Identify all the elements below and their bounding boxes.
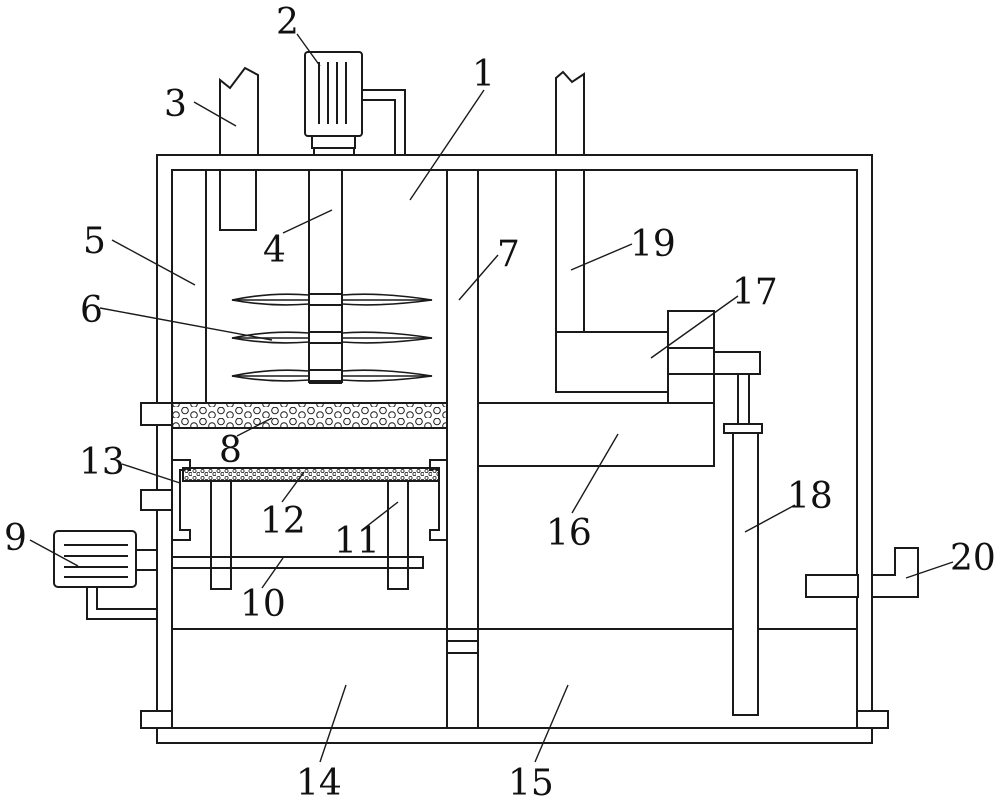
label-14: 14 (296, 763, 342, 804)
left-foot (140, 710, 173, 729)
label-16: 16 (546, 513, 592, 554)
label-20: 20 (950, 538, 996, 579)
collection-box (478, 402, 715, 467)
label-12: 12 (260, 501, 306, 542)
lower-filter-screen (182, 467, 440, 482)
label-4: 4 (263, 230, 286, 271)
outlet-valve (805, 547, 919, 598)
vibration-motor (53, 530, 158, 620)
label-7: 7 (497, 234, 520, 275)
label-10: 10 (240, 584, 286, 625)
label-1: 1 (472, 54, 495, 95)
stirring-motor (304, 51, 406, 156)
label-9: 9 (4, 518, 27, 559)
label-8: 8 (219, 430, 242, 471)
upper-filter-plate (140, 402, 448, 429)
inlet-pipe (219, 66, 259, 231)
stirring-shaft (308, 170, 343, 384)
part-labels: 1 2 3 4 5 6 7 8 9 10 11 12 13 14 15 16 1… (4, 2, 996, 804)
stirring-blades (231, 293, 433, 382)
label-3: 3 (164, 84, 187, 125)
label-19: 19 (630, 224, 676, 265)
partition-plate (446, 169, 479, 729)
label-17: 17 (732, 272, 778, 313)
drive-shaft (171, 556, 424, 569)
pump (555, 310, 715, 404)
label-5: 5 (83, 221, 106, 262)
return-pipe (555, 70, 585, 332)
label-2: 2 (276, 2, 299, 43)
label-15: 15 (508, 763, 554, 804)
outer-housing (140, 154, 889, 744)
slide-rails (140, 459, 447, 541)
right-foot (856, 710, 889, 729)
label-13: 13 (79, 442, 125, 483)
label-11: 11 (334, 521, 380, 562)
label-18: 18 (787, 476, 833, 517)
leader-lines (29, 33, 954, 763)
label-6: 6 (80, 290, 103, 331)
telescopic-rod (713, 351, 763, 716)
